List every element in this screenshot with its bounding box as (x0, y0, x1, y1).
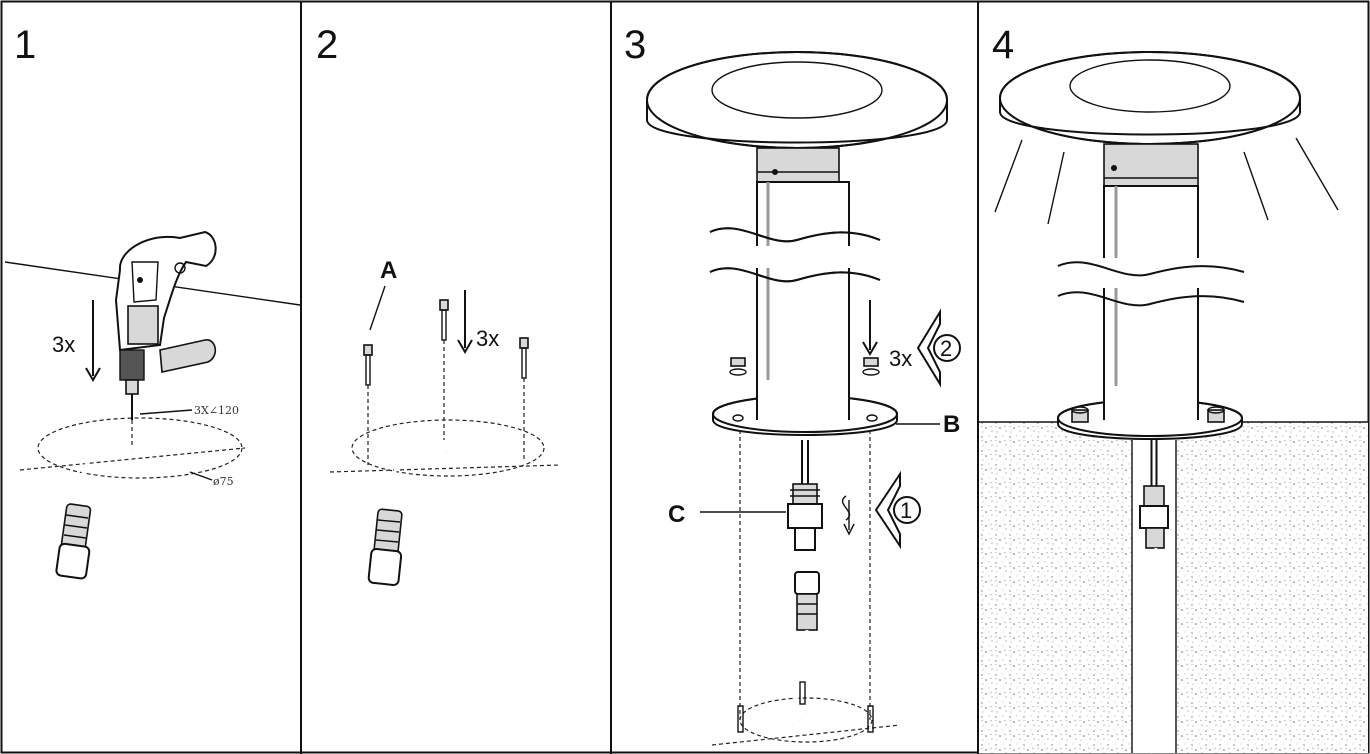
panel-number: 4 (992, 23, 1014, 67)
anchor-bolt-icon (363, 299, 529, 465)
step-two-marker: 2 (940, 336, 952, 361)
connector-icon (787, 440, 823, 721)
nut-icon (729, 357, 880, 376)
panel-number: 2 (316, 23, 338, 67)
drill-icon (114, 230, 217, 420)
part-label-a: A (380, 257, 397, 284)
bollard-lamp-icon (646, 51, 948, 436)
panel-number: 1 (14, 23, 36, 67)
count-label: 3x (52, 332, 75, 357)
rotate-arrow-icon (841, 495, 855, 536)
cable-connector-icon (367, 442, 447, 586)
angle-label: 3X∠120 (194, 404, 239, 417)
count-label: 3x (889, 346, 912, 371)
step-one-marker: 1 (900, 498, 912, 523)
diameter-label: ø75 (213, 475, 234, 488)
bollard-lamp-icon (999, 51, 1301, 440)
part-label-b: B (943, 411, 960, 438)
part-label-c: C (668, 501, 685, 528)
count-label: 3x (476, 326, 499, 351)
panel-1: 1 3x 3X∠120 ø75 (4, 23, 301, 580)
panel-3: 3 (624, 23, 961, 746)
light-rays-icon (994, 137, 1339, 225)
panel-number: 3 (624, 23, 646, 67)
drill-circle (37, 417, 243, 479)
drill-circle (351, 419, 545, 477)
panel-4: 4 (979, 23, 1368, 754)
panel-2: 2 A 3x (316, 23, 561, 586)
cable-connector-icon (55, 440, 133, 580)
